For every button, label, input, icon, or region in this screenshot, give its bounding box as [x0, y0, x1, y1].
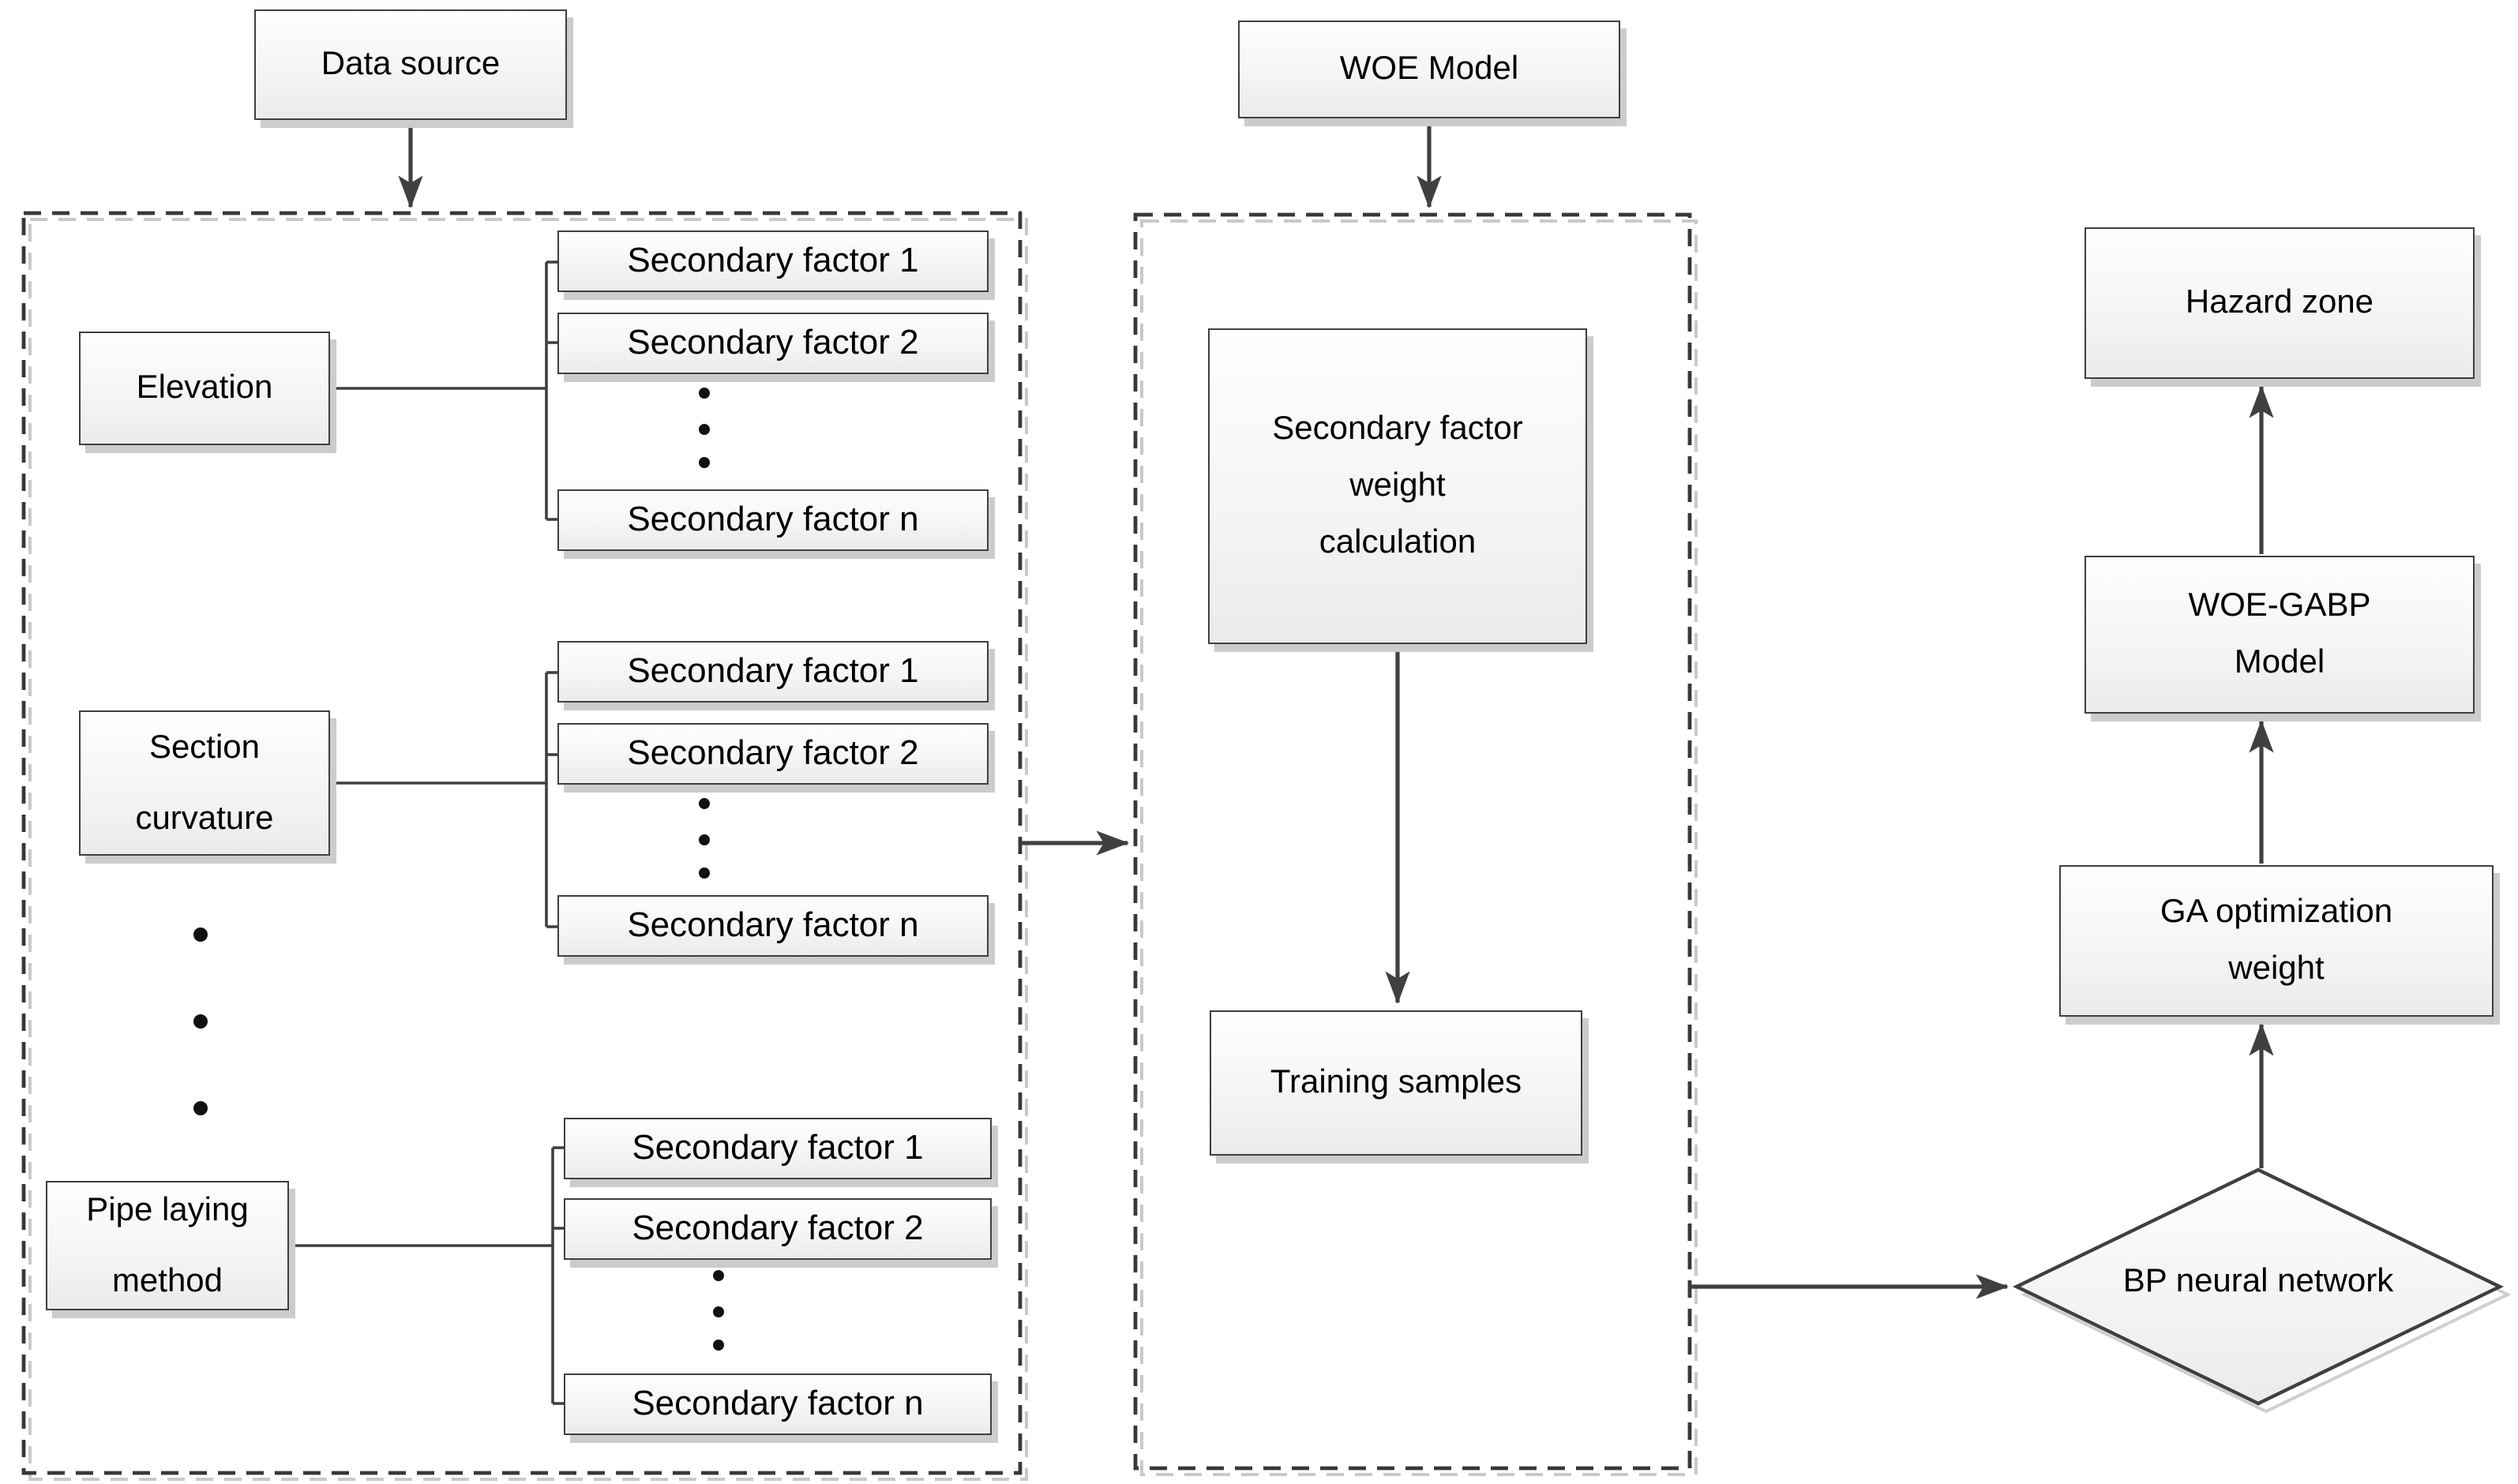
- sf-ellipsis-pipe-dot-3: [713, 1340, 724, 1351]
- bp-neural-network-shape: [2012, 1167, 2505, 1406]
- sf-ellipsis-curvature-dot-2: [699, 834, 710, 845]
- sf-ellipsis-curvature-dot-3: [699, 868, 710, 879]
- data-source-group-container: [21, 211, 1023, 1475]
- factor-groups-ellipsis-dot-1: [193, 928, 208, 942]
- sf-ellipsis-elevation-dot-1: [699, 388, 710, 399]
- sf-ellipsis-pipe-dot-1: [713, 1270, 724, 1281]
- factor-groups-ellipsis-dot-3: [193, 1101, 208, 1115]
- data-source-group-container-echo: [28, 218, 1028, 1481]
- sf-ellipsis-elevation-dot-2: [699, 424, 710, 435]
- sf-ellipsis-pipe-dot-2: [713, 1306, 724, 1317]
- factor-groups-ellipsis-dot-2: [193, 1014, 208, 1029]
- sf-ellipsis-curvature-dot-1: [699, 798, 710, 809]
- sf-ellipsis-elevation-dot-3: [699, 457, 710, 468]
- woe-model-group-container: [1133, 212, 1692, 1471]
- woe-model-group-container-echo: [1140, 219, 1698, 1476]
